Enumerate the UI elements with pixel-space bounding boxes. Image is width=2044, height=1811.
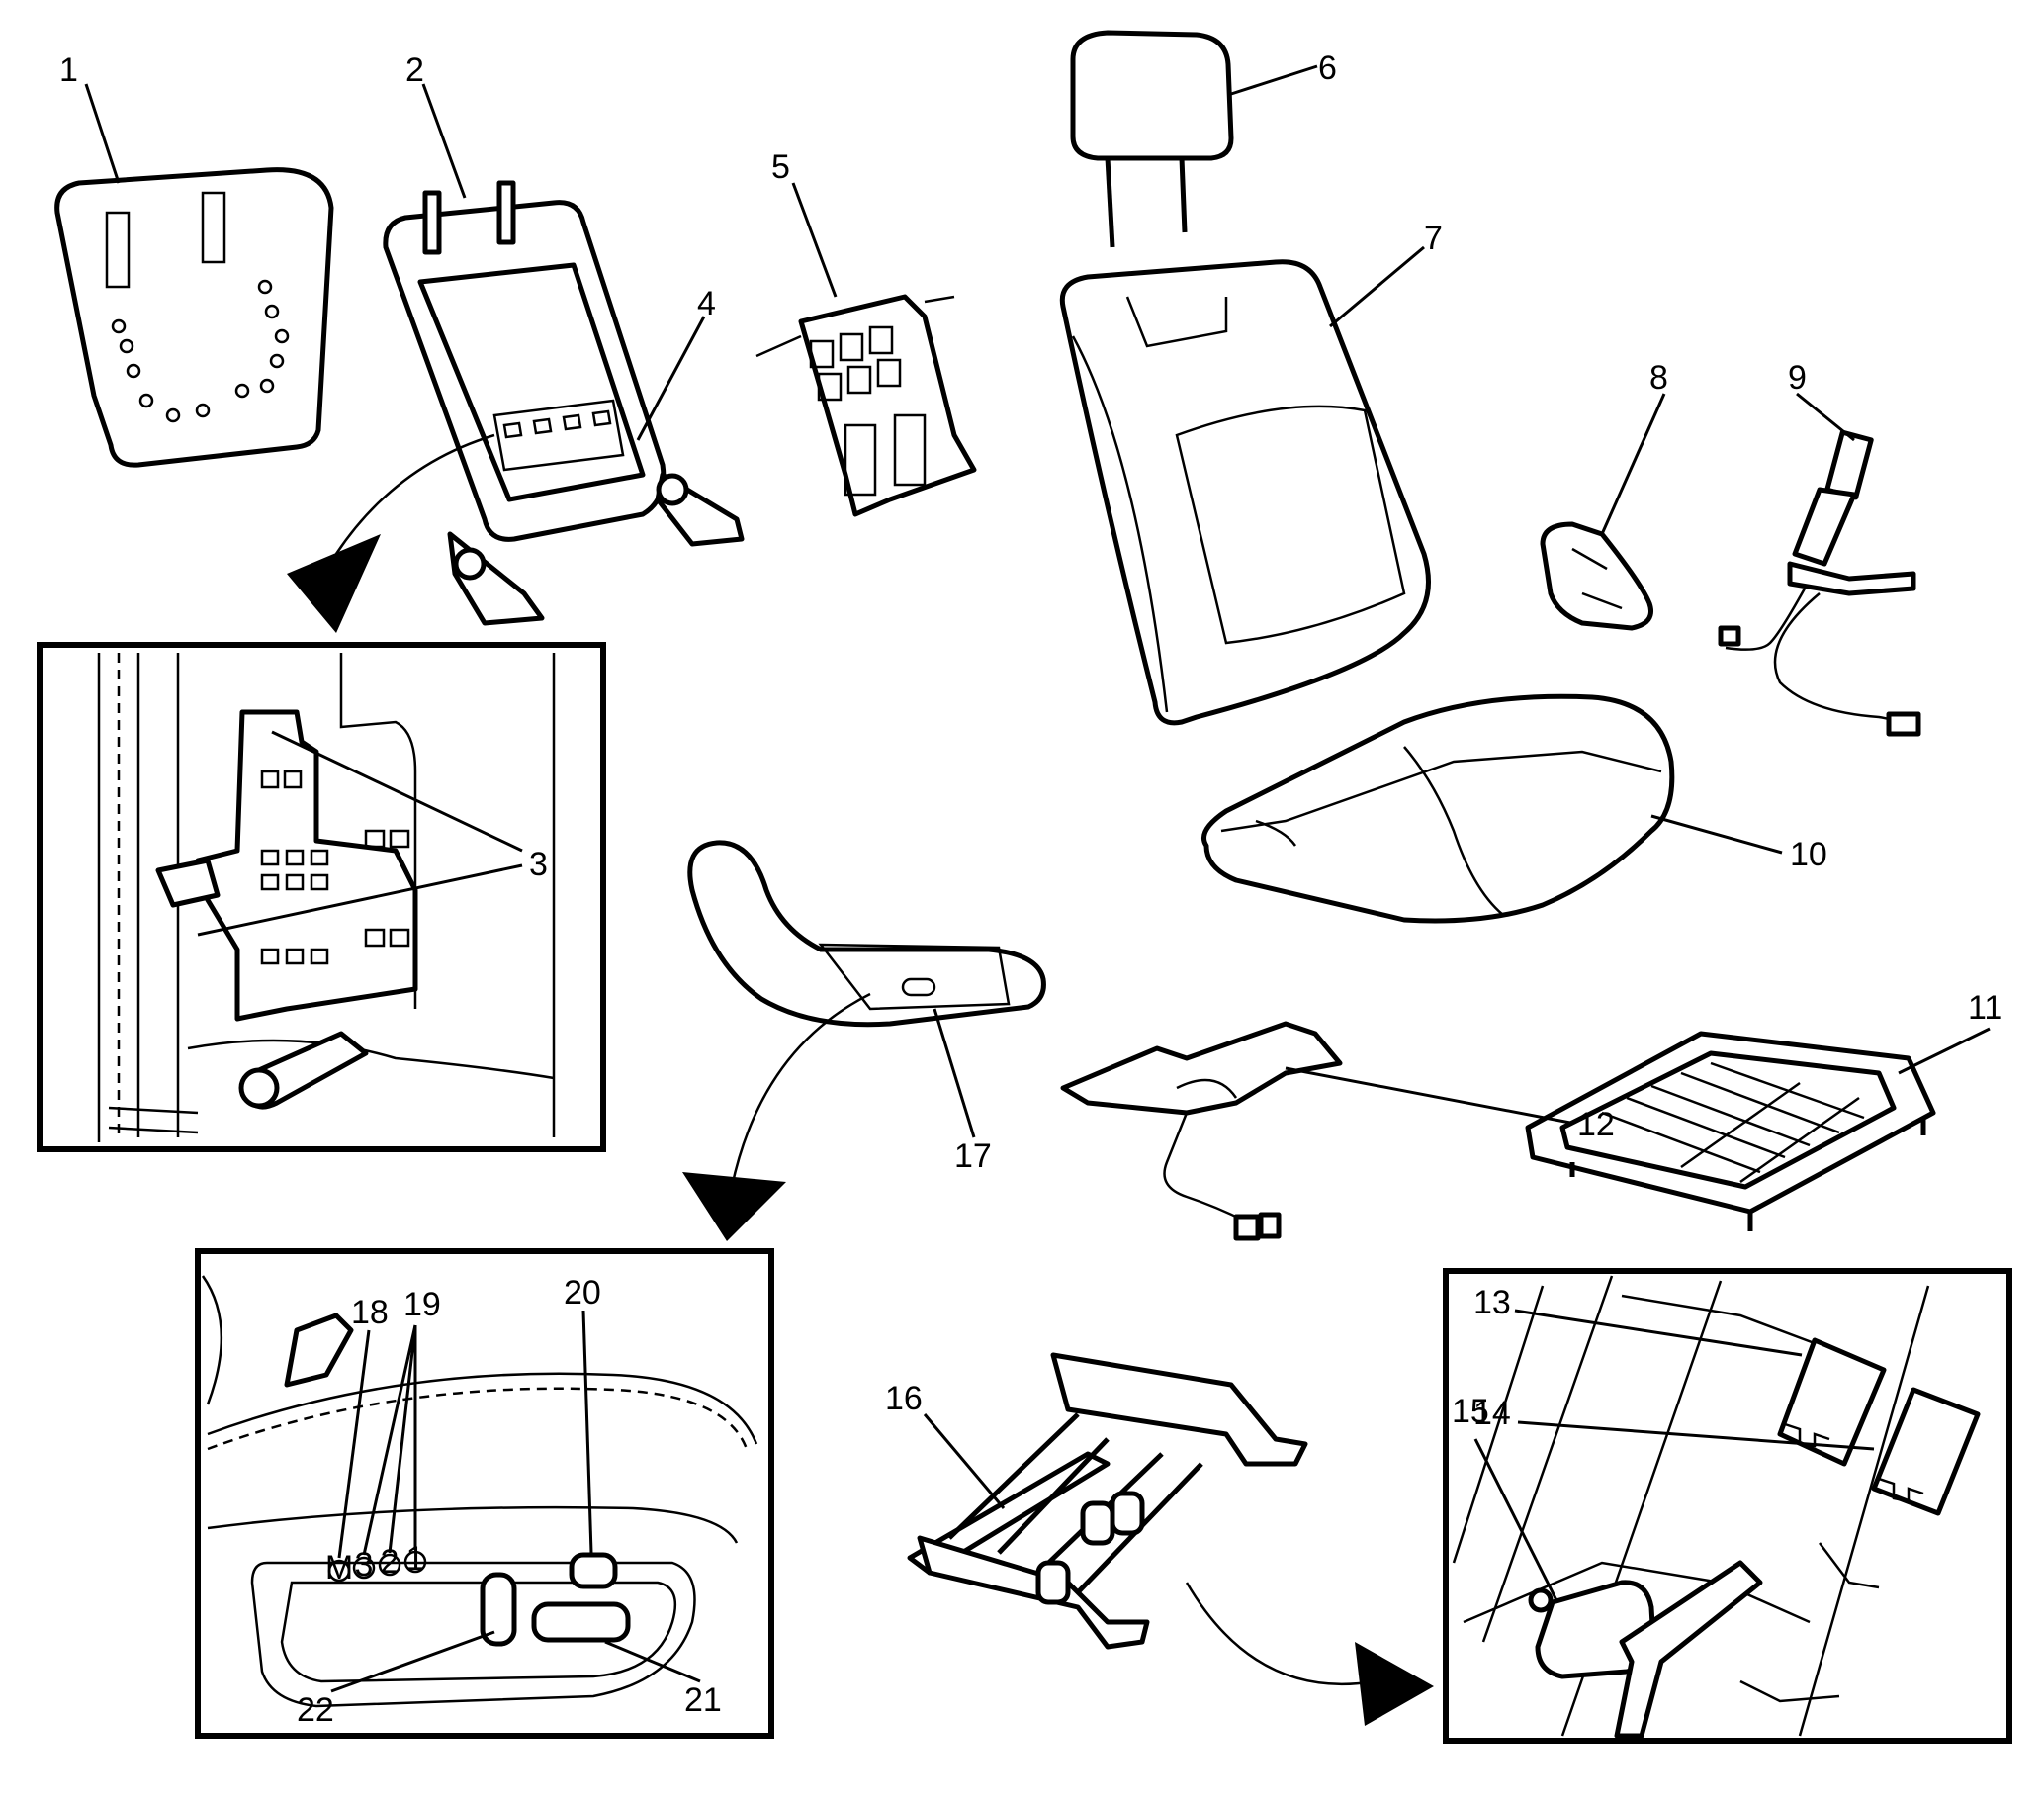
callout-labels: 1 2 3 4 5 6 7 8 9 10 11 12 13 14 15 16 1… (59, 49, 2002, 1729)
callout-1: 1 (59, 51, 78, 89)
detail-box-switches: M 3 2 1 (195, 1248, 774, 1739)
seat-outer-trim-panel (687, 840, 1046, 1028)
callout-12: 12 (1577, 1106, 1615, 1143)
detail-arrow-frame (287, 433, 495, 633)
seat-belt-buckle (1718, 429, 1921, 737)
callout-20: 20 (564, 1274, 601, 1312)
preset-1-label: 1 (406, 1540, 425, 1578)
seat-back-cover (1059, 259, 1431, 726)
callout-11: 11 (1968, 989, 2002, 1027)
callout-2: 2 (405, 51, 424, 89)
preset-2-label: 2 (381, 1543, 400, 1581)
detail-box-module (37, 642, 606, 1152)
seat-wiring-harness (1060, 1021, 1343, 1241)
callout-14: 14 (1473, 1395, 1511, 1432)
seat-cushion-cover (1201, 693, 1675, 924)
callout-17: 17 (954, 1137, 992, 1175)
callout-4: 4 (697, 285, 716, 322)
callout-18: 18 (351, 1294, 389, 1331)
callout-7: 7 (1424, 220, 1443, 257)
lumbar-support (755, 294, 977, 517)
preset-3-button[interactable]: 3 (352, 1546, 376, 1584)
preset-3-label: 3 (355, 1546, 374, 1584)
callout-13: 13 (1473, 1284, 1511, 1321)
detail-arrow-motors (1185, 1582, 1434, 1726)
callout-19: 19 (403, 1286, 441, 1323)
callout-5: 5 (771, 148, 790, 186)
callout-16: 16 (885, 1380, 923, 1417)
callout-22: 22 (297, 1691, 334, 1729)
leader-lines (84, 64, 1991, 1693)
callout-9: 9 (1788, 359, 1807, 397)
detail-arrow-switches (682, 992, 871, 1241)
preset-1-button[interactable]: 1 (403, 1540, 427, 1578)
detail-box-motors (1443, 1268, 2012, 1744)
seat-adjuster (907, 1352, 1308, 1650)
seat-back-switch[interactable] (480, 1572, 517, 1647)
callout-15: 15 (1452, 1393, 1489, 1430)
lumbar-switch[interactable] (569, 1552, 618, 1589)
callout-6: 6 (1318, 49, 1337, 87)
seat-adjuster-switch[interactable] (531, 1601, 631, 1643)
callout-8: 8 (1649, 359, 1668, 397)
recliner-trim-cover (1540, 521, 1653, 631)
preset-2-button[interactable]: 2 (378, 1543, 401, 1581)
callout-21: 21 (684, 1681, 722, 1719)
seat-back-frame (383, 180, 745, 626)
headrest (1070, 30, 1234, 248)
callout-10: 10 (1790, 836, 1827, 873)
seat-back-panel (54, 167, 334, 468)
callout-3: 3 (529, 846, 548, 883)
seat-cushion-frame (1525, 1031, 1936, 1231)
